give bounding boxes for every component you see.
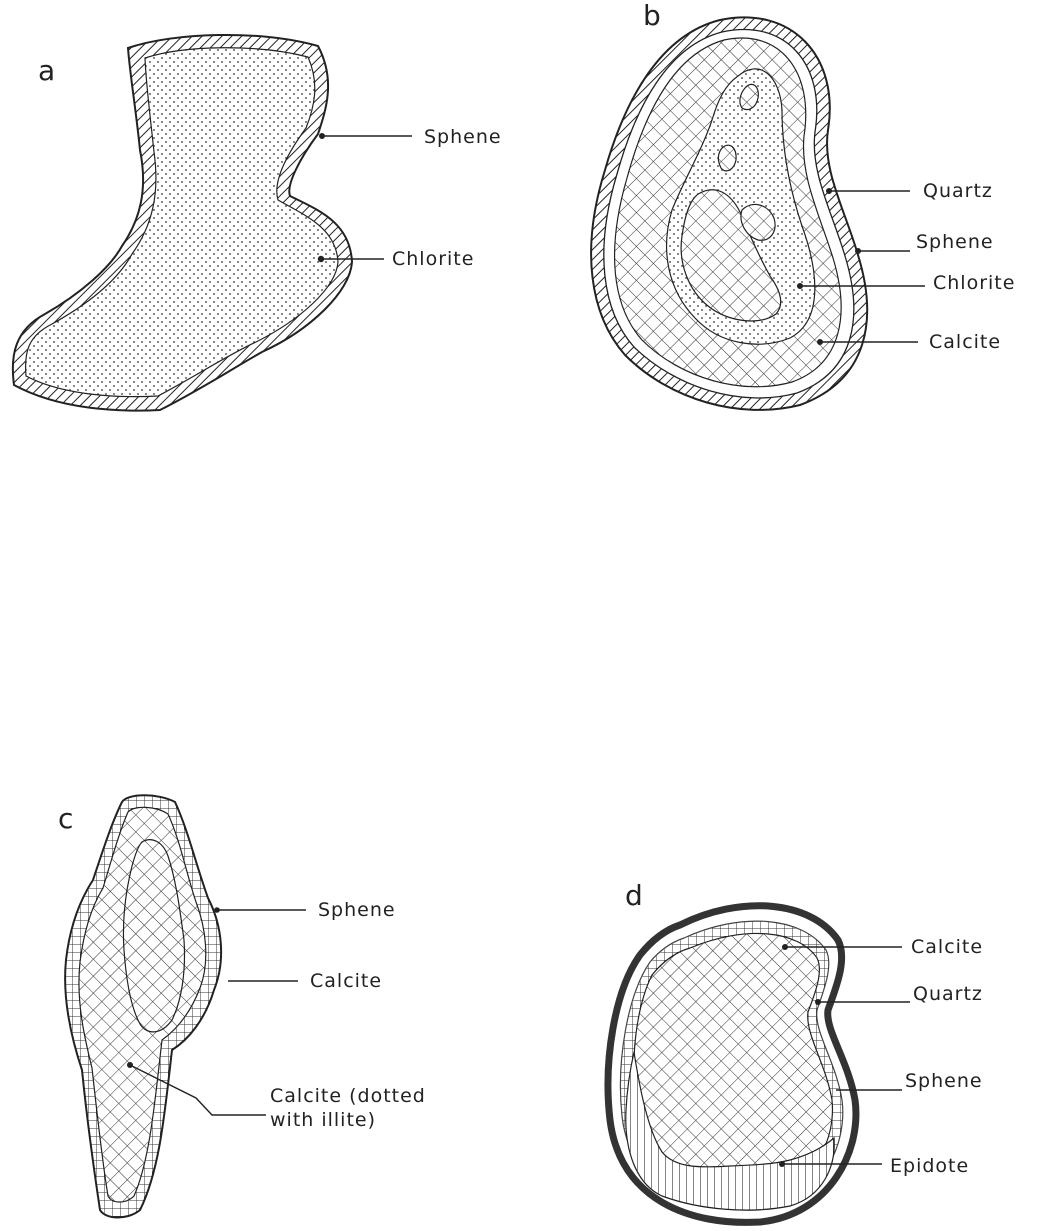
pointer-d-quartz — [815, 999, 821, 1005]
label-a-chlorite: Chlorite — [392, 248, 474, 270]
panel-c: c Sphene Calcite Calcite (dotted with il… — [58, 795, 426, 1217]
panel-b-calcite-island-2 — [718, 145, 736, 171]
panel-letter-c: c — [58, 802, 73, 835]
label-b-chlorite: Chlorite — [933, 272, 1015, 294]
panel-a-chlorite-core — [26, 48, 338, 397]
label-b-calcite: Calcite — [929, 331, 1001, 353]
pointer-b-calcite — [817, 339, 823, 345]
label-c-calcite-illite-2: with illite) — [270, 1109, 376, 1131]
pointer-d-calcite — [782, 944, 788, 950]
label-d-calcite: Calcite — [911, 936, 983, 958]
pointer-b-quartz — [826, 188, 832, 194]
label-d-sphene: Sphene — [905, 1070, 983, 1092]
panel-d: d Calcite Quartz Sphene Epidote — [608, 879, 983, 1222]
label-d-quartz: Quartz — [913, 983, 983, 1005]
pointer-a-sphene — [319, 133, 325, 139]
panel-letter-a: a — [38, 54, 55, 87]
pointer-c-sphene — [214, 907, 220, 913]
panel-letter-b: b — [643, 0, 661, 32]
panel-a: a Sphene Chlorite — [13, 35, 502, 411]
label-c-calcite-illite-1: Calcite (dotted — [270, 1085, 426, 1107]
label-d-epidote: Epidote — [890, 1155, 969, 1177]
pointer-b-chlorite — [797, 283, 803, 289]
label-c-calcite: Calcite — [310, 970, 382, 992]
panel-b: b Quartz Sphene Chlorite Calcite — [591, 0, 1015, 410]
pointer-d-epidote — [779, 1161, 785, 1167]
pointer-b-sphene — [855, 248, 861, 254]
label-b-quartz: Quartz — [923, 180, 993, 202]
label-c-sphene: Sphene — [318, 899, 396, 921]
pointer-c-calcite-illite — [127, 1062, 133, 1068]
panel-d-calcite — [634, 933, 833, 1190]
pointer-a-chlorite — [318, 256, 324, 262]
label-a-sphene: Sphene — [424, 126, 502, 148]
panel-letter-d: d — [625, 879, 643, 912]
label-b-sphene: Sphene — [916, 231, 994, 253]
